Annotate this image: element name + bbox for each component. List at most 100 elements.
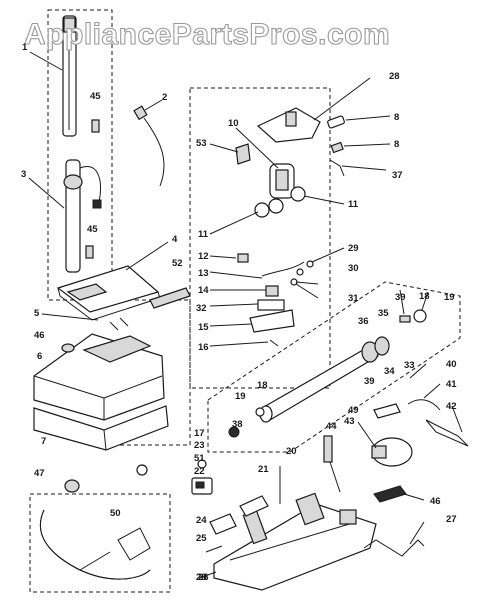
callout-26: 26 bbox=[198, 572, 209, 583]
brushroll bbox=[228, 309, 427, 438]
callout-34: 34 bbox=[384, 366, 395, 377]
callout-36: 36 bbox=[358, 316, 369, 327]
callout-12: 12 bbox=[198, 251, 209, 262]
callout-42: 42 bbox=[446, 401, 457, 412]
upper-housing bbox=[33, 333, 165, 421]
small-knob-23 bbox=[136, 464, 148, 476]
callout-43: 43 bbox=[344, 416, 355, 427]
callout-53: 53 bbox=[196, 138, 207, 149]
callout-1: 1 bbox=[22, 42, 28, 53]
hose-group-frame bbox=[29, 493, 171, 593]
callout-51: 51 bbox=[194, 453, 205, 464]
callout-52: 52 bbox=[172, 258, 183, 269]
callout-35: 35 bbox=[378, 308, 389, 319]
callout-13: 13 bbox=[198, 268, 209, 279]
switch-22 bbox=[191, 477, 213, 495]
cord bbox=[133, 105, 165, 187]
screw-51 bbox=[197, 459, 207, 469]
callout-3: 3 bbox=[21, 169, 26, 180]
base-pan bbox=[213, 492, 377, 591]
callout-28b: 28 bbox=[196, 572, 207, 583]
leader-lines bbox=[28, 51, 463, 579]
filter-48 bbox=[373, 485, 407, 503]
callout-23: 23 bbox=[194, 440, 205, 451]
callout-30: 30 bbox=[348, 263, 359, 274]
linkage-parts bbox=[237, 253, 314, 347]
callout-4: 4 bbox=[172, 234, 178, 245]
callout-16: 16 bbox=[198, 342, 209, 353]
watermark: AppliancePartsPros.com bbox=[24, 18, 390, 51]
callout-19b: 19 bbox=[444, 292, 455, 303]
clip-9 bbox=[330, 141, 344, 154]
callout-5: 5 bbox=[34, 308, 40, 319]
callout-33: 33 bbox=[404, 360, 415, 371]
handle-rod-27 bbox=[363, 539, 425, 557]
callout-45a: 45 bbox=[90, 91, 101, 102]
brushroll-group-frame bbox=[207, 281, 461, 453]
callout-49: 49 bbox=[348, 405, 359, 416]
bumper-nut bbox=[61, 343, 75, 353]
callout-17: 17 bbox=[194, 428, 205, 439]
callout-46b: 46 bbox=[430, 496, 441, 507]
callout-41: 41 bbox=[446, 379, 457, 390]
callouts: 1 2 3 4 5 6 7 8 8 10 11 11 12 13 14 15 1… bbox=[21, 42, 457, 583]
motor bbox=[371, 437, 413, 467]
spring-37 bbox=[329, 159, 345, 177]
callout-45b: 45 bbox=[87, 224, 98, 235]
callout-25: 25 bbox=[196, 533, 207, 544]
callout-22: 22 bbox=[194, 466, 205, 477]
agitator-bar-44 bbox=[323, 435, 333, 463]
callout-21: 21 bbox=[258, 464, 269, 475]
callout-40: 40 bbox=[446, 359, 457, 370]
callout-18a: 18 bbox=[257, 380, 268, 391]
callout-47: 47 bbox=[34, 468, 45, 479]
callout-28a: 28 bbox=[389, 71, 400, 82]
hood-cover bbox=[56, 265, 161, 321]
pulley-set bbox=[254, 186, 306, 218]
upper-handle bbox=[62, 15, 77, 137]
callout-19a: 19 bbox=[235, 391, 246, 402]
bracket-21-20 bbox=[239, 466, 281, 517]
callout-27: 27 bbox=[446, 514, 457, 525]
callout-7: 7 bbox=[41, 436, 46, 447]
callout-29: 29 bbox=[348, 243, 359, 254]
callout-37: 37 bbox=[392, 170, 403, 181]
handle-clip-upper bbox=[91, 119, 100, 133]
callout-31: 31 bbox=[348, 293, 359, 304]
lower-handle bbox=[63, 159, 102, 273]
callout-39b: 39 bbox=[364, 376, 375, 387]
pedal-24 bbox=[209, 513, 237, 535]
callout-11a: 11 bbox=[198, 229, 209, 240]
lower-housing bbox=[33, 405, 169, 451]
callout-10: 10 bbox=[228, 118, 239, 129]
callout-38: 38 bbox=[232, 419, 243, 430]
filter-strip bbox=[149, 287, 191, 309]
cover-screws bbox=[109, 317, 129, 331]
motor-mount bbox=[269, 163, 295, 199]
latch-53 bbox=[235, 143, 251, 165]
callout-14: 14 bbox=[198, 285, 209, 296]
callout-8a: 8 bbox=[394, 112, 399, 123]
handle-clip-lower bbox=[85, 245, 94, 259]
spring-25 bbox=[205, 545, 223, 553]
callout-6: 6 bbox=[37, 351, 42, 362]
callout-8b: 8 bbox=[394, 139, 399, 150]
hose-assembly bbox=[39, 509, 151, 580]
lower-housing-bracket bbox=[100, 299, 191, 446]
pad-49 bbox=[373, 403, 401, 419]
callout-50: 50 bbox=[110, 508, 121, 519]
switch-bracket bbox=[256, 107, 321, 143]
callout-20: 20 bbox=[286, 446, 297, 457]
upper-mechanism-frame bbox=[189, 87, 331, 389]
plug-8 bbox=[327, 115, 345, 129]
callout-15: 15 bbox=[198, 322, 209, 333]
callout-24: 24 bbox=[196, 515, 207, 526]
callout-46a: 46 bbox=[34, 330, 45, 341]
callout-2: 2 bbox=[162, 92, 167, 103]
wheel-47 bbox=[64, 479, 80, 493]
callout-11b: 11 bbox=[348, 199, 359, 210]
callout-44: 44 bbox=[326, 421, 337, 432]
callout-39a: 39 bbox=[395, 292, 406, 303]
callout-18b: 18 bbox=[419, 291, 430, 302]
